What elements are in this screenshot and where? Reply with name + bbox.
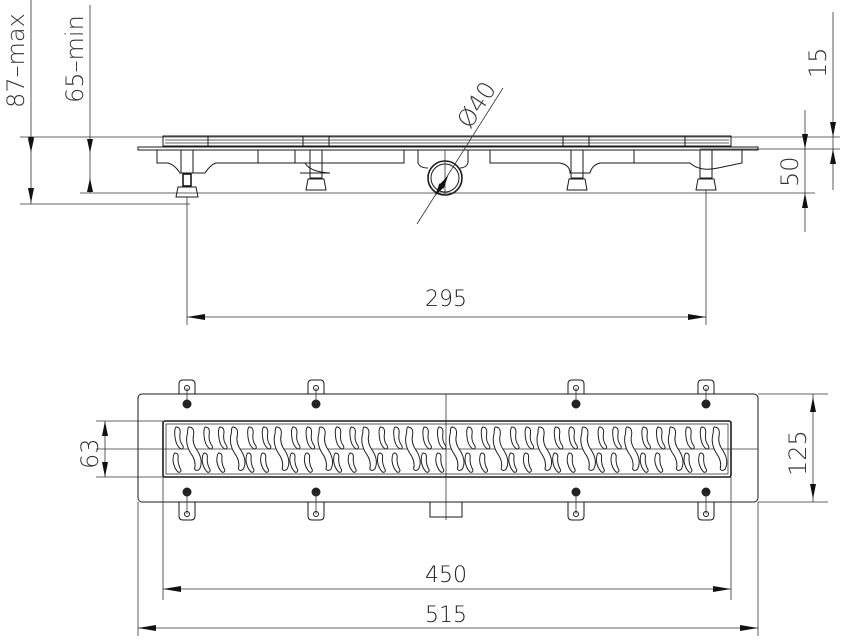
dim-50-label: 50 xyxy=(776,156,804,187)
drain-slot xyxy=(711,426,728,471)
outlet-stub xyxy=(429,502,463,518)
mounting-bracket xyxy=(697,487,715,521)
drain-slot xyxy=(536,426,553,471)
drain-slot xyxy=(420,426,432,473)
drain-slot xyxy=(639,426,651,473)
mounting-bracket xyxy=(178,379,196,409)
drain-slot xyxy=(245,426,257,473)
outlet-pipe xyxy=(417,150,469,196)
drain-slot xyxy=(610,426,622,473)
drain-slot xyxy=(347,426,359,473)
adjustable-foot-right xyxy=(695,149,717,325)
drain-slot xyxy=(172,426,184,473)
dim-125-label: 125 xyxy=(784,430,812,476)
mounting-bracket xyxy=(307,379,325,409)
drain-slot xyxy=(317,426,334,471)
drain-slot xyxy=(448,426,465,471)
dim-63-label: 63 xyxy=(76,438,104,469)
drain-slot xyxy=(376,426,389,473)
mounting-bracket xyxy=(567,487,585,521)
drain-slot xyxy=(552,426,564,473)
drain-slot xyxy=(683,426,695,473)
drain-slot xyxy=(405,426,421,471)
drain-slot xyxy=(698,426,710,473)
dim-15: 15 xyxy=(804,12,836,190)
drain-slot xyxy=(654,426,666,473)
drain-slot xyxy=(186,426,202,471)
drain-slot xyxy=(260,426,272,473)
dim-295-label: 295 xyxy=(425,287,467,312)
mounting-bracket xyxy=(567,379,585,409)
drain-slot xyxy=(391,426,403,473)
drain-slot xyxy=(464,426,476,473)
dim-15-label: 15 xyxy=(804,47,832,78)
drain-slot xyxy=(566,426,578,473)
dim-63: 63 xyxy=(76,420,163,478)
drain-slot xyxy=(595,426,608,473)
drain-slot xyxy=(273,426,290,471)
mounting-bracket xyxy=(178,487,196,521)
drain-slot xyxy=(216,426,228,473)
dim-515-label: 515 xyxy=(425,603,467,628)
mounting-bracket xyxy=(697,379,715,409)
dim-50: 50 xyxy=(776,110,808,232)
dim-515: 515 xyxy=(138,603,758,631)
drain-slot xyxy=(289,426,301,473)
drain-slot xyxy=(201,426,213,473)
drain-slot xyxy=(624,426,640,471)
drain-slot xyxy=(492,426,509,471)
drain-slot xyxy=(508,426,520,473)
mounting-bracket xyxy=(307,487,325,521)
side-view: 87–max 65–min xyxy=(2,0,840,325)
dim-450-label: 450 xyxy=(425,563,467,588)
wave-slot-pattern xyxy=(172,426,728,473)
dim-65-min-label: 65–min xyxy=(61,15,89,103)
frame-outline xyxy=(137,393,759,503)
drain-slot xyxy=(333,426,345,473)
dim-diameter-40-label: Ø40 xyxy=(452,77,502,134)
dim-65-min: 65–min xyxy=(61,5,93,193)
dim-125: 125 xyxy=(758,393,828,503)
drain-slot xyxy=(303,426,316,473)
drain-slot xyxy=(479,426,491,473)
adjustable-foot-left xyxy=(175,149,199,325)
dim-450: 450 xyxy=(163,563,731,592)
drain-slot xyxy=(435,426,447,473)
dim-87-max: 87–max xyxy=(2,0,34,204)
drain-slot xyxy=(667,426,684,471)
top-view: 63 125 450 515 xyxy=(76,379,828,636)
drain-body-side xyxy=(137,135,759,325)
drain-slot xyxy=(361,426,377,471)
dim-295: 295 xyxy=(187,287,706,320)
adjustable-foot-2 xyxy=(305,149,327,191)
mounting-brackets xyxy=(178,379,715,521)
drain-slot xyxy=(522,426,535,473)
dim-87-max-label: 87–max xyxy=(2,13,30,108)
drain-slot xyxy=(229,426,246,471)
adjustable-foot-3 xyxy=(566,149,588,191)
drain-slot xyxy=(580,426,596,471)
